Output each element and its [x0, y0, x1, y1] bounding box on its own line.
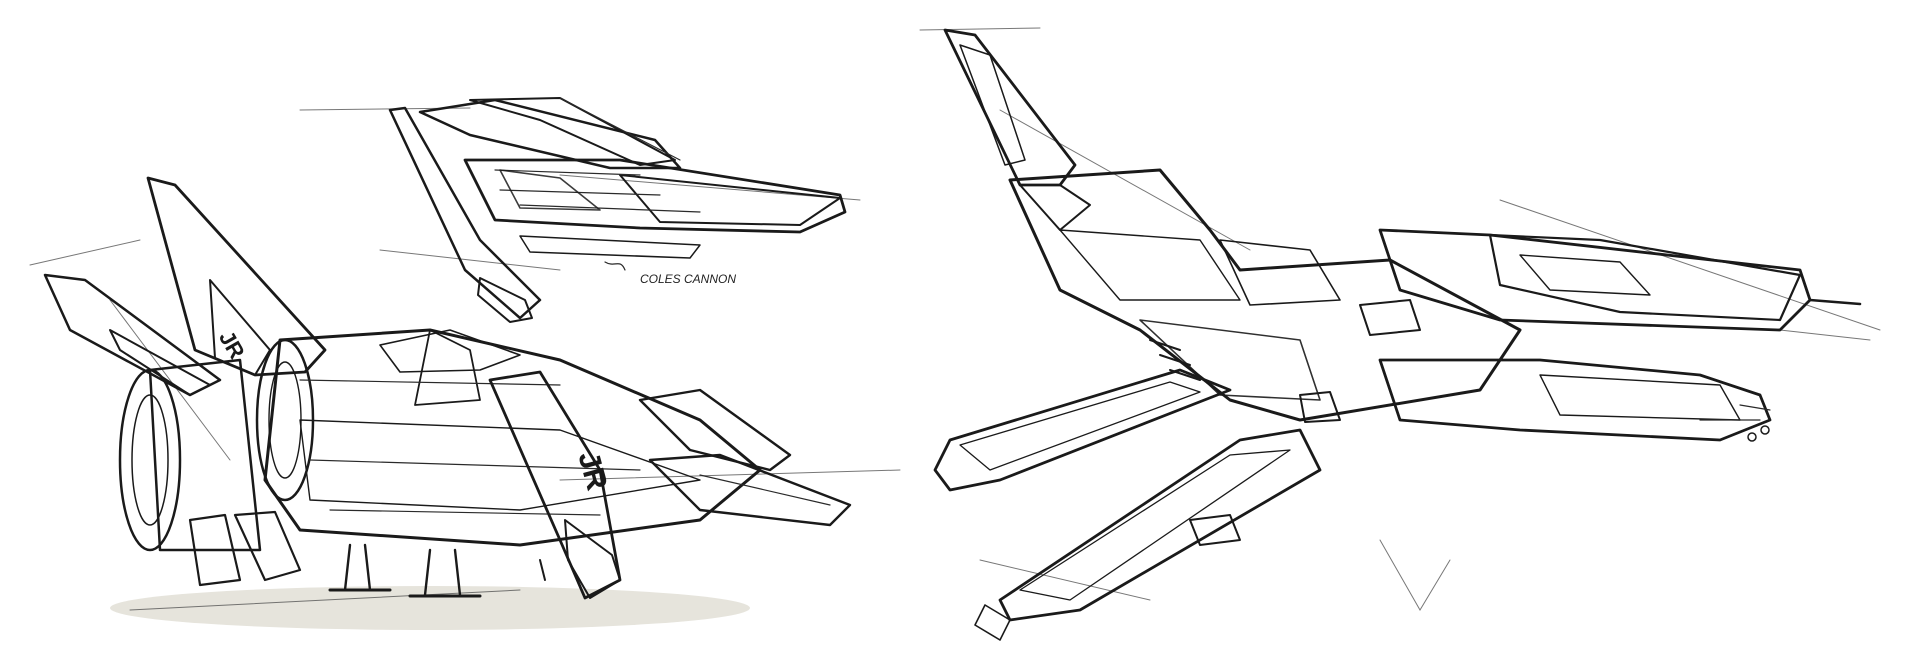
hull-marking: JR: [572, 448, 614, 494]
tail-fin-marking: JR: [214, 326, 250, 363]
flying-ship-sketch: [919, 27, 1881, 641]
floor-shadow: [110, 586, 750, 630]
artist-signature: COLES CANNON: [640, 272, 736, 286]
landed-ship-sketch: JR JR: [29, 176, 901, 630]
small-ship-sketch: COLES CANNON: [299, 97, 861, 323]
